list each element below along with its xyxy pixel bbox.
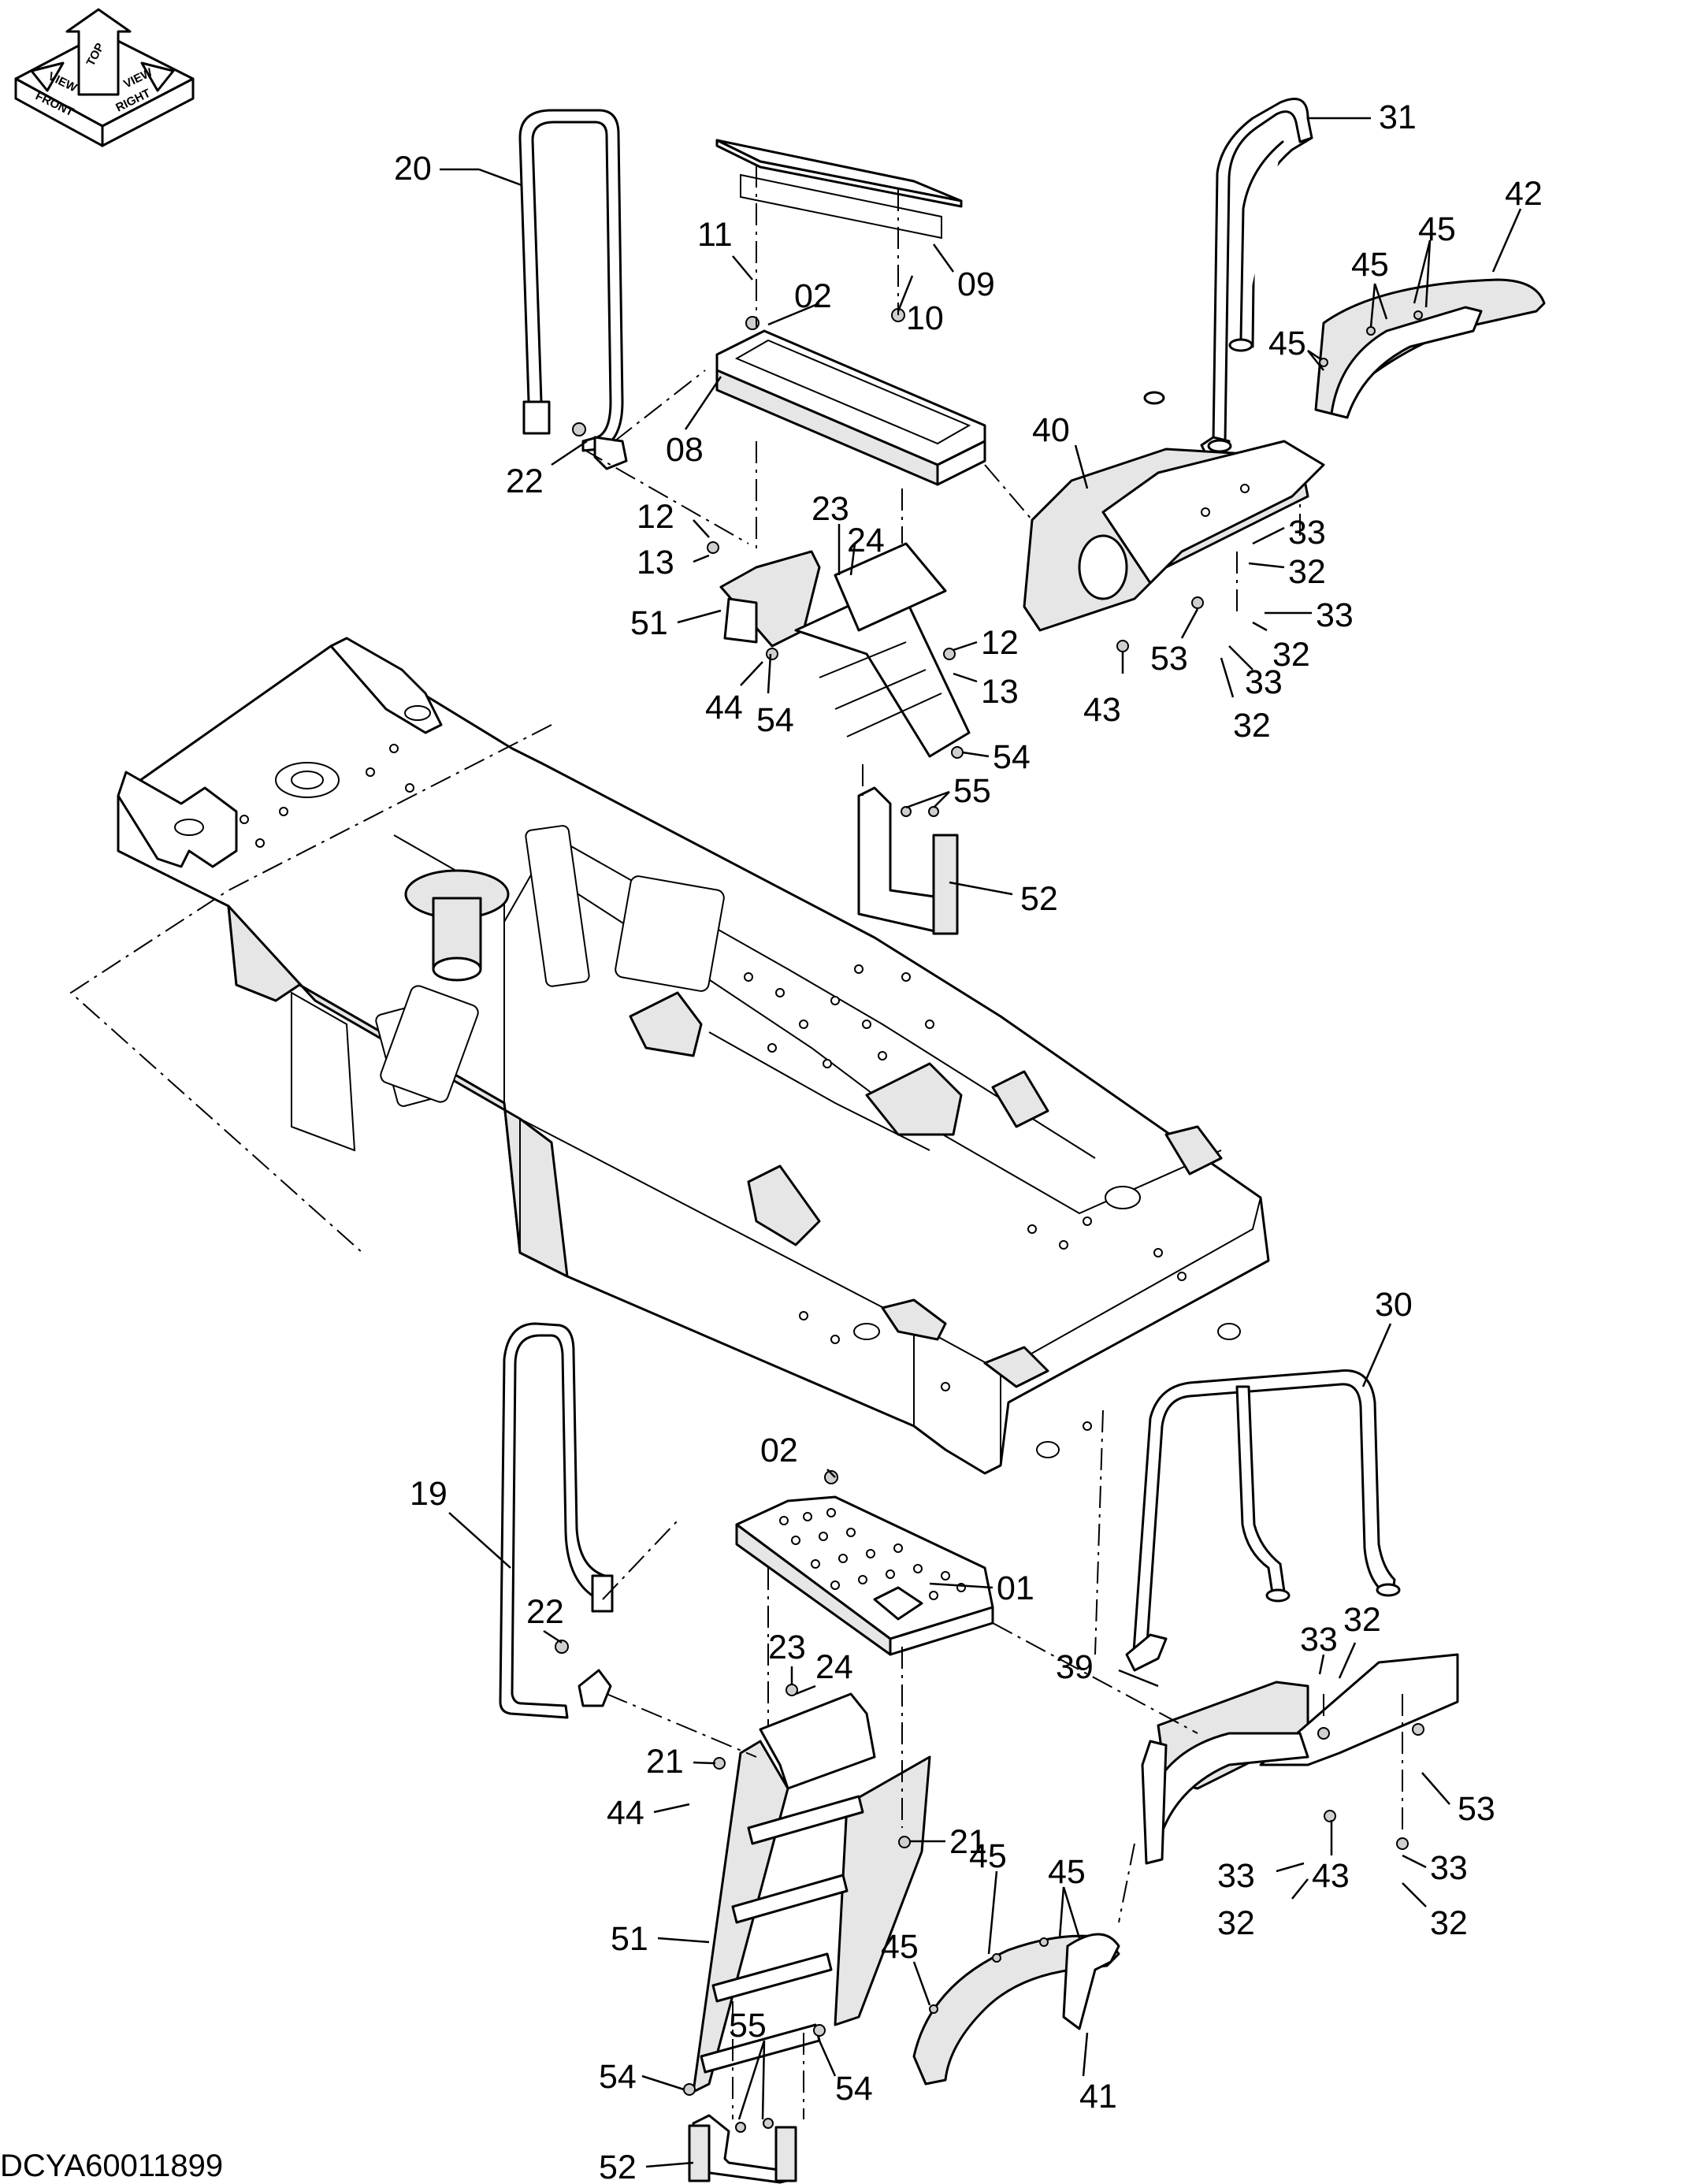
callout-51-upper: 51: [630, 604, 668, 642]
callout-19: 19: [410, 1475, 448, 1513]
toolbox-08: [715, 308, 986, 486]
callout-33-d: 33: [1300, 1621, 1338, 1658]
orientation-badge: TOP FRONT VIEW RIGHT VIEW: [14, 8, 195, 147]
step-01-holes: [779, 1508, 966, 1600]
callout-45-c: 45: [1268, 325, 1306, 362]
callout-32-d: 32: [1343, 1601, 1381, 1639]
callout-33-b: 33: [1316, 596, 1354, 634]
callout-24-upper: 24: [847, 522, 885, 559]
callout-32-f: 32: [1430, 1904, 1468, 1942]
handrail-20: [518, 109, 628, 470]
handrail-31: [1143, 98, 1313, 455]
callout-52-lower: 52: [599, 2149, 637, 2184]
callout-33-e: 33: [1217, 1857, 1255, 1895]
left-arrow-icon: [30, 61, 65, 92]
callout-30: 30: [1375, 1286, 1413, 1324]
callout-12-upper: 12: [637, 498, 674, 536]
callouts: 20 11 09 02 10 08 22 12 13 23 24 51 12 1…: [394, 98, 1543, 2184]
mudguard-42: [1314, 278, 1546, 419]
callout-22-upper: 22: [506, 462, 544, 500]
callout-09: 09: [957, 266, 995, 303]
callout-01: 01: [997, 1569, 1034, 1607]
step-52-lower: [688, 2114, 797, 2184]
callout-13-upper: 13: [637, 544, 674, 581]
callout-33-c: 33: [1245, 663, 1283, 701]
callout-41: 41: [1079, 2078, 1117, 2115]
callout-32-b: 32: [1272, 636, 1310, 674]
callout-21-upper: 21: [646, 1743, 684, 1781]
bracket-39: [1141, 1653, 1459, 1865]
callout-45-d: 45: [969, 1837, 1007, 1875]
callout-54-lower-right: 54: [835, 2070, 873, 2108]
right-arrow-icon: [140, 61, 175, 92]
callout-52-upper: 52: [1020, 880, 1058, 918]
assembly-lines: [69, 165, 1403, 2119]
callout-45-f: 45: [881, 1928, 919, 1966]
frame-holes: [240, 744, 1187, 1431]
callout-12-right: 12: [981, 624, 1019, 662]
callout-02-upper: 02: [794, 277, 832, 315]
callout-54-upper-right: 54: [993, 738, 1031, 776]
callout-55-upper: 55: [953, 772, 991, 810]
callout-45-b: 45: [1351, 246, 1389, 284]
fender-40: [1023, 440, 1325, 652]
callout-20: 20: [394, 150, 432, 188]
callout-33-a: 33: [1288, 514, 1326, 552]
callout-11: 11: [697, 216, 733, 254]
callout-44-lower: 44: [607, 1794, 644, 1832]
callout-08: 08: [666, 431, 704, 469]
callout-53-upper: 53: [1150, 640, 1188, 678]
callout-51-lower: 51: [611, 1920, 648, 1958]
cover-09: [715, 139, 963, 240]
callout-54-lower-left: 54: [599, 2058, 637, 2096]
up-arrow-icon: [65, 8, 132, 96]
callout-53-lower: 53: [1458, 1790, 1495, 1828]
handrail-19: [499, 1322, 614, 1719]
callout-23-upper: 23: [812, 490, 849, 528]
callout-10: 10: [906, 299, 944, 337]
callout-13-right: 13: [981, 673, 1019, 711]
callout-21-lower: 21: [949, 1823, 987, 1861]
callout-33-f: 33: [1430, 1849, 1468, 1887]
main-frame: [117, 637, 1270, 1475]
step-01: [735, 1470, 994, 1656]
callout-32-e: 32: [1217, 1904, 1255, 1942]
callout-54-upper-left: 54: [756, 701, 794, 739]
callout-40: 40: [1032, 411, 1070, 449]
callout-32-a: 32: [1288, 553, 1326, 591]
callout-55-lower: 55: [729, 2007, 767, 2045]
callout-45-a: 45: [1418, 210, 1456, 248]
step-51-lower: [683, 1684, 931, 2096]
callout-43-lower: 43: [1312, 1857, 1350, 1895]
callout-45-e: 45: [1048, 1853, 1086, 1891]
callout-22-lower: 22: [526, 1593, 564, 1631]
step-51-upper: [707, 541, 971, 759]
callout-31: 31: [1379, 98, 1417, 136]
callout-42: 42: [1505, 175, 1543, 213]
callout-02-lower: 02: [760, 1432, 798, 1469]
callout-24-lower: 24: [815, 1648, 853, 1686]
step-52-upper: [857, 786, 959, 935]
mudguard-41: [912, 1933, 1120, 2086]
callout-39: 39: [1056, 1648, 1094, 1686]
callout-44-upper: 44: [705, 689, 743, 726]
leader-lines: [440, 117, 1522, 2168]
callout-32-c: 32: [1233, 707, 1271, 745]
drawing-code: DCYA60011899: [0, 2149, 223, 2183]
callout-23-lower: 23: [768, 1629, 806, 1666]
callout-43-upper: 43: [1083, 691, 1121, 729]
handrail-30: [1125, 1369, 1401, 1672]
